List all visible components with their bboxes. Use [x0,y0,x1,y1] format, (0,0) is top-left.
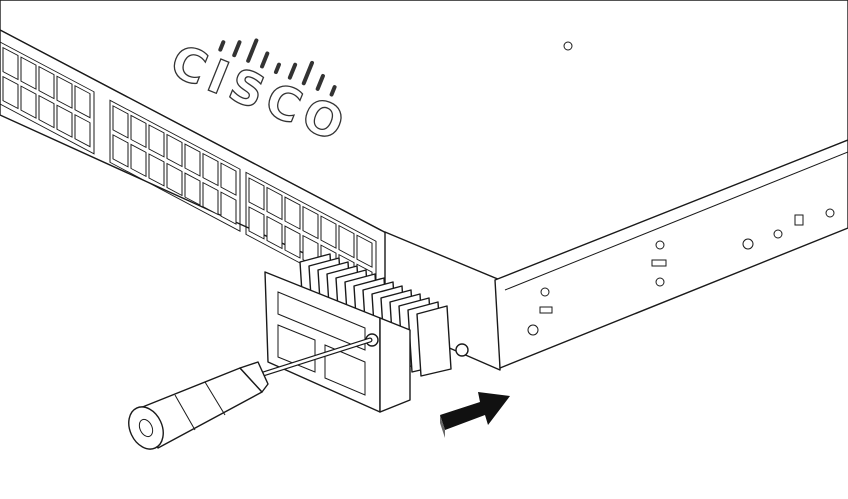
module-ports [277,291,366,396]
ethernet-port [320,215,337,249]
screwdriver-icon [128,337,373,450]
top-screw [563,41,573,51]
ethernet-port [302,205,319,240]
ethernet-port [166,133,183,168]
ethernet-port [148,124,165,158]
ethernet-port [2,75,19,110]
ethernet-port [148,153,165,187]
switch-side-panel [494,139,848,369]
ethernet-port [74,84,91,119]
module-side [379,317,411,413]
ethernet-port [112,105,129,139]
ethernet-port [284,196,301,230]
ethernet-port [202,152,219,187]
arrow-right-icon [440,392,510,430]
ethernet-port [338,224,355,259]
ethernet-port [130,143,147,178]
ethernet-port [166,162,183,197]
logo-bars [218,38,337,97]
port-block [109,99,241,232]
ethernet-port [356,234,373,268]
ethernet-port [20,56,37,90]
heatsink-fin [416,305,452,377]
ethernet-port [20,85,37,119]
side-edge [504,151,848,291]
ethernet-port [38,94,55,129]
bay-screw [455,343,469,357]
ethernet-port [112,134,129,168]
side-holes [527,208,835,336]
ethernet-port [38,65,55,100]
ethernet-port [184,143,201,177]
ethernet-port [130,114,147,149]
ethernet-port [2,46,19,81]
ethernet-port [56,75,73,109]
ethernet-port [266,215,283,250]
ethernet-port [202,181,219,216]
ethernet-port [74,113,91,148]
ethernet-port [248,206,265,240]
ethernet-port [56,104,73,138]
ethernet-port [284,225,301,259]
ethernet-port [266,186,283,221]
ethernet-port [184,172,201,206]
port-block [0,41,95,155]
ethernet-port [220,162,237,196]
ethernet-port [248,177,265,211]
ethernet-port [220,191,237,225]
